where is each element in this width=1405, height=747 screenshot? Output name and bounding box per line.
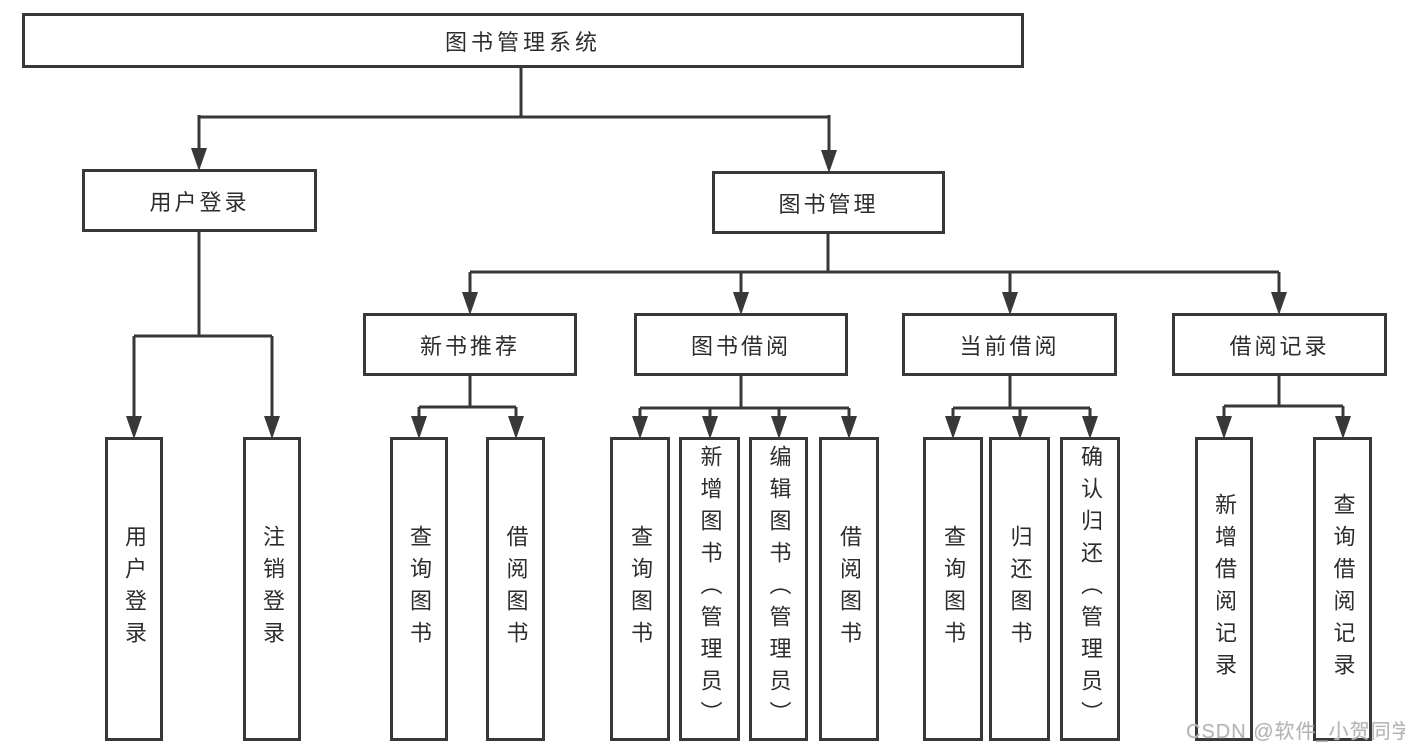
connector-new-book-to-leaves: [417, 376, 518, 418]
leaf-label: 查询图书: [628, 525, 653, 653]
leaf-query-borrow-record: 查询借阅记录: [1313, 437, 1372, 741]
arrowhead-icon: [771, 416, 787, 439]
leaf-label: 查询图书: [941, 525, 966, 653]
node-label: 新书推荐: [419, 333, 520, 359]
arrowhead-icon: [1002, 292, 1018, 315]
node-current-borrowing: 当前借阅: [902, 313, 1117, 376]
arrowhead-icon: [945, 416, 961, 439]
arrowhead-icon: [1082, 416, 1098, 439]
arrowhead-icon: [264, 416, 280, 439]
connector-book-management-to-level3: [468, 234, 1281, 294]
node-label: 用户登录: [149, 189, 250, 215]
node-book-borrowing: 图书借阅: [634, 313, 848, 376]
leaf-label: 借阅图书: [837, 525, 862, 653]
leaf-label: 新增图书（管理员）: [697, 445, 723, 733]
node-label: 图书借阅: [690, 333, 791, 359]
leaf-label: 借阅图书: [503, 525, 529, 653]
arrowhead-icon: [508, 416, 524, 439]
watermark-text: CSDN @软件_小贺同学: [1186, 721, 1405, 743]
node-user-login: 用户登录: [82, 169, 317, 232]
arrowhead-icon: [411, 416, 427, 439]
leaf-label: 注销登录: [260, 525, 285, 653]
leaf-query-books-borrowing: 查询图书: [610, 437, 670, 741]
leaf-add-book-admin: 新增图书（管理员）: [679, 437, 740, 741]
leaf-user-login: 用户登录: [105, 437, 163, 741]
arrowhead-icon: [1216, 416, 1232, 439]
leaf-label: 确认归还（管理员）: [1078, 445, 1103, 733]
node-borrow-records: 借阅记录: [1172, 313, 1387, 376]
leaf-logout: 注销登录: [243, 437, 301, 741]
leaf-confirm-return-admin: 确认归还（管理员）: [1060, 437, 1120, 741]
leaf-add-borrow-record: 新增借阅记录: [1195, 437, 1253, 741]
leaf-label: 查询借阅记录: [1330, 493, 1356, 685]
connector-root-to-level2: [197, 67, 831, 154]
leaf-edit-book-admin: 编辑图书（管理员）: [749, 437, 808, 741]
node-new-book-recommendation: 新书推荐: [363, 313, 577, 376]
node-label: 图书管理系统: [444, 29, 601, 55]
connector-borrow-records-to-leaves: [1222, 376, 1345, 418]
arrowhead-icon: [1335, 416, 1351, 439]
node-label: 当前借阅: [959, 333, 1060, 359]
connector-book-borrowing-to-leaves: [638, 376, 851, 418]
connector-current-borrowing-to-leaves: [951, 376, 1092, 418]
node-label: 图书管理: [778, 191, 879, 217]
leaf-query-books-recommend: 查询图书: [390, 437, 448, 741]
arrowhead-icon: [126, 416, 142, 439]
arrowhead-icon: [632, 416, 648, 439]
arrowhead-icon: [191, 148, 207, 171]
arrowhead-icon: [1012, 416, 1028, 439]
arrowhead-icon: [841, 416, 857, 439]
connector-user-login-to-leaves: [132, 232, 274, 418]
arrowhead-icon: [1271, 292, 1287, 315]
leaf-label: 用户登录: [122, 525, 147, 653]
leaf-label: 归还图书: [1007, 525, 1033, 653]
leaf-borrow-books-recommend: 借阅图书: [486, 437, 545, 741]
node-label: 借阅记录: [1229, 333, 1330, 359]
leaf-label: 编辑图书（管理员）: [766, 445, 792, 733]
leaf-query-books-current: 查询图书: [923, 437, 983, 741]
arrowhead-icon: [733, 292, 749, 315]
node-book-management: 图书管理: [712, 171, 945, 234]
leaf-borrow-books: 借阅图书: [819, 437, 879, 741]
leaf-label: 新增借阅记录: [1212, 493, 1237, 685]
arrowhead-icon: [821, 150, 837, 173]
node-library-management-system: 图书管理系统: [22, 13, 1024, 68]
arrowhead-icon: [462, 292, 478, 315]
leaf-return-books: 归还图书: [989, 437, 1050, 741]
leaf-label: 查询图书: [407, 525, 432, 653]
arrowhead-icon: [702, 416, 718, 439]
